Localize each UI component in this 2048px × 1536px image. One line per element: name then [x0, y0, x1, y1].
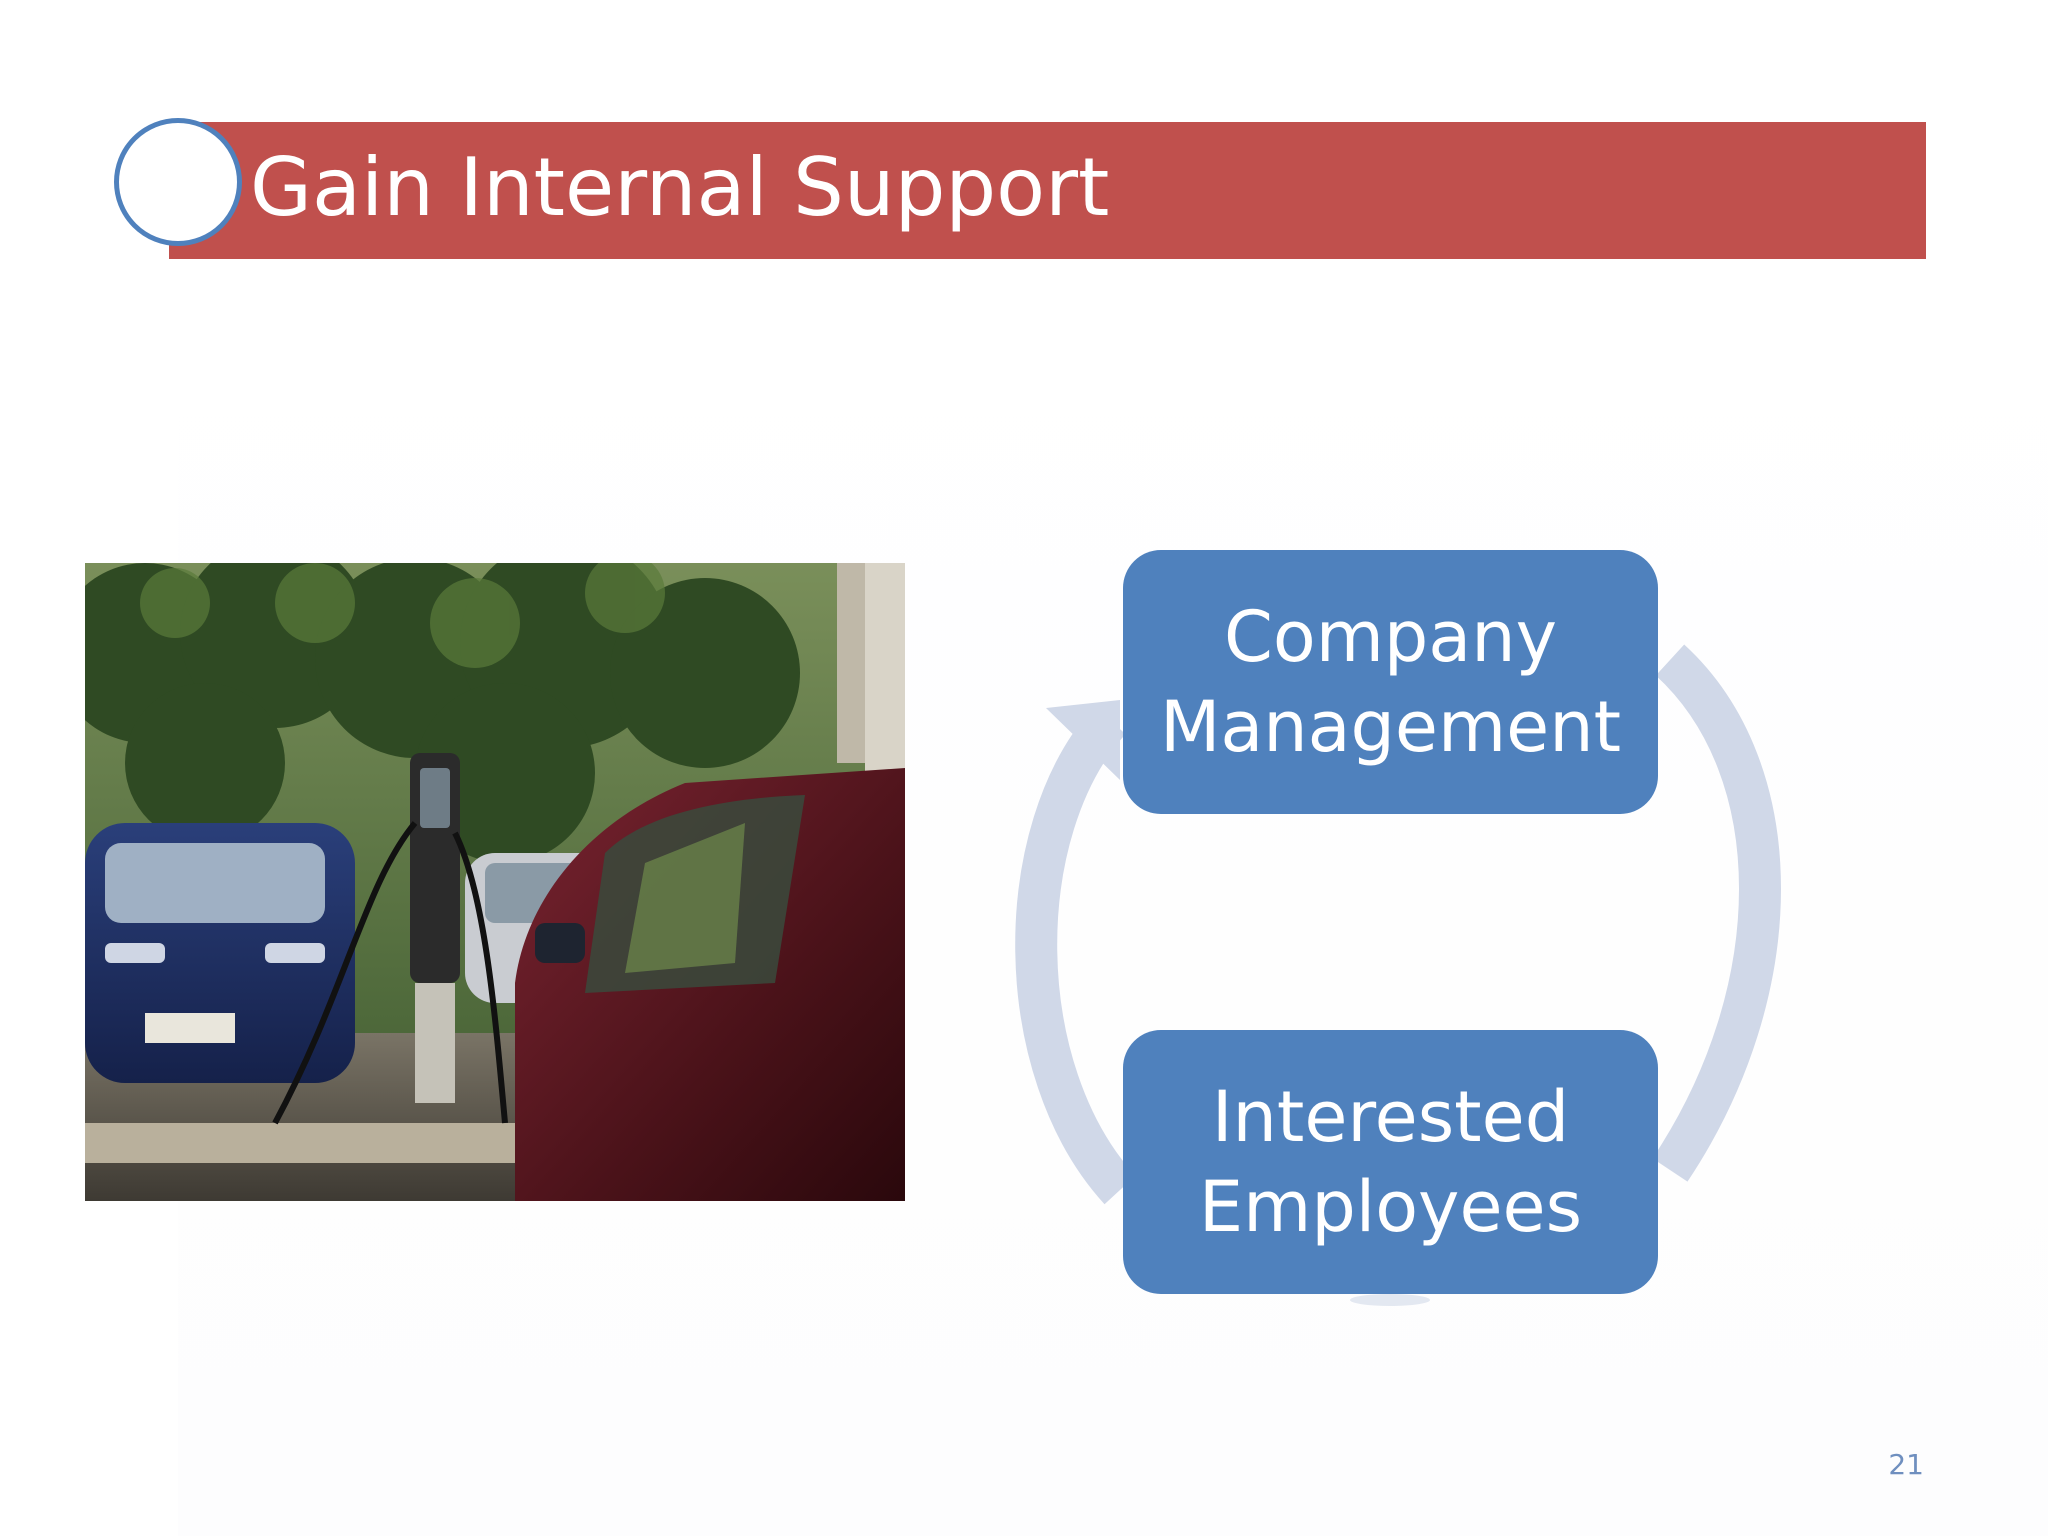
title-bar	[169, 122, 1926, 259]
slide-title: Gain Internal Support	[250, 141, 1110, 234]
page-number: 21	[1888, 1448, 1924, 1481]
node-label-line2: Management	[1159, 686, 1622, 768]
cycle-arrows	[1015, 644, 1781, 1306]
title-circle-ornament	[114, 118, 242, 246]
node-label-line1: Company	[1223, 596, 1557, 678]
node-company-management: Company Management	[1123, 550, 1658, 814]
ev-charging-photo	[85, 563, 905, 1201]
node-label-line2: Employees	[1198, 1166, 1583, 1248]
cycle-arrow-left	[1015, 705, 1136, 1205]
cycle-arrowhead	[1046, 700, 1120, 780]
node-label-line1: Interested	[1211, 1076, 1570, 1158]
node-interested-employees: Interested Employees	[1123, 1030, 1658, 1294]
cycle-diagram: Company Management Interested Employees	[990, 530, 1810, 1310]
cycle-arrow-right	[1652, 644, 1781, 1182]
